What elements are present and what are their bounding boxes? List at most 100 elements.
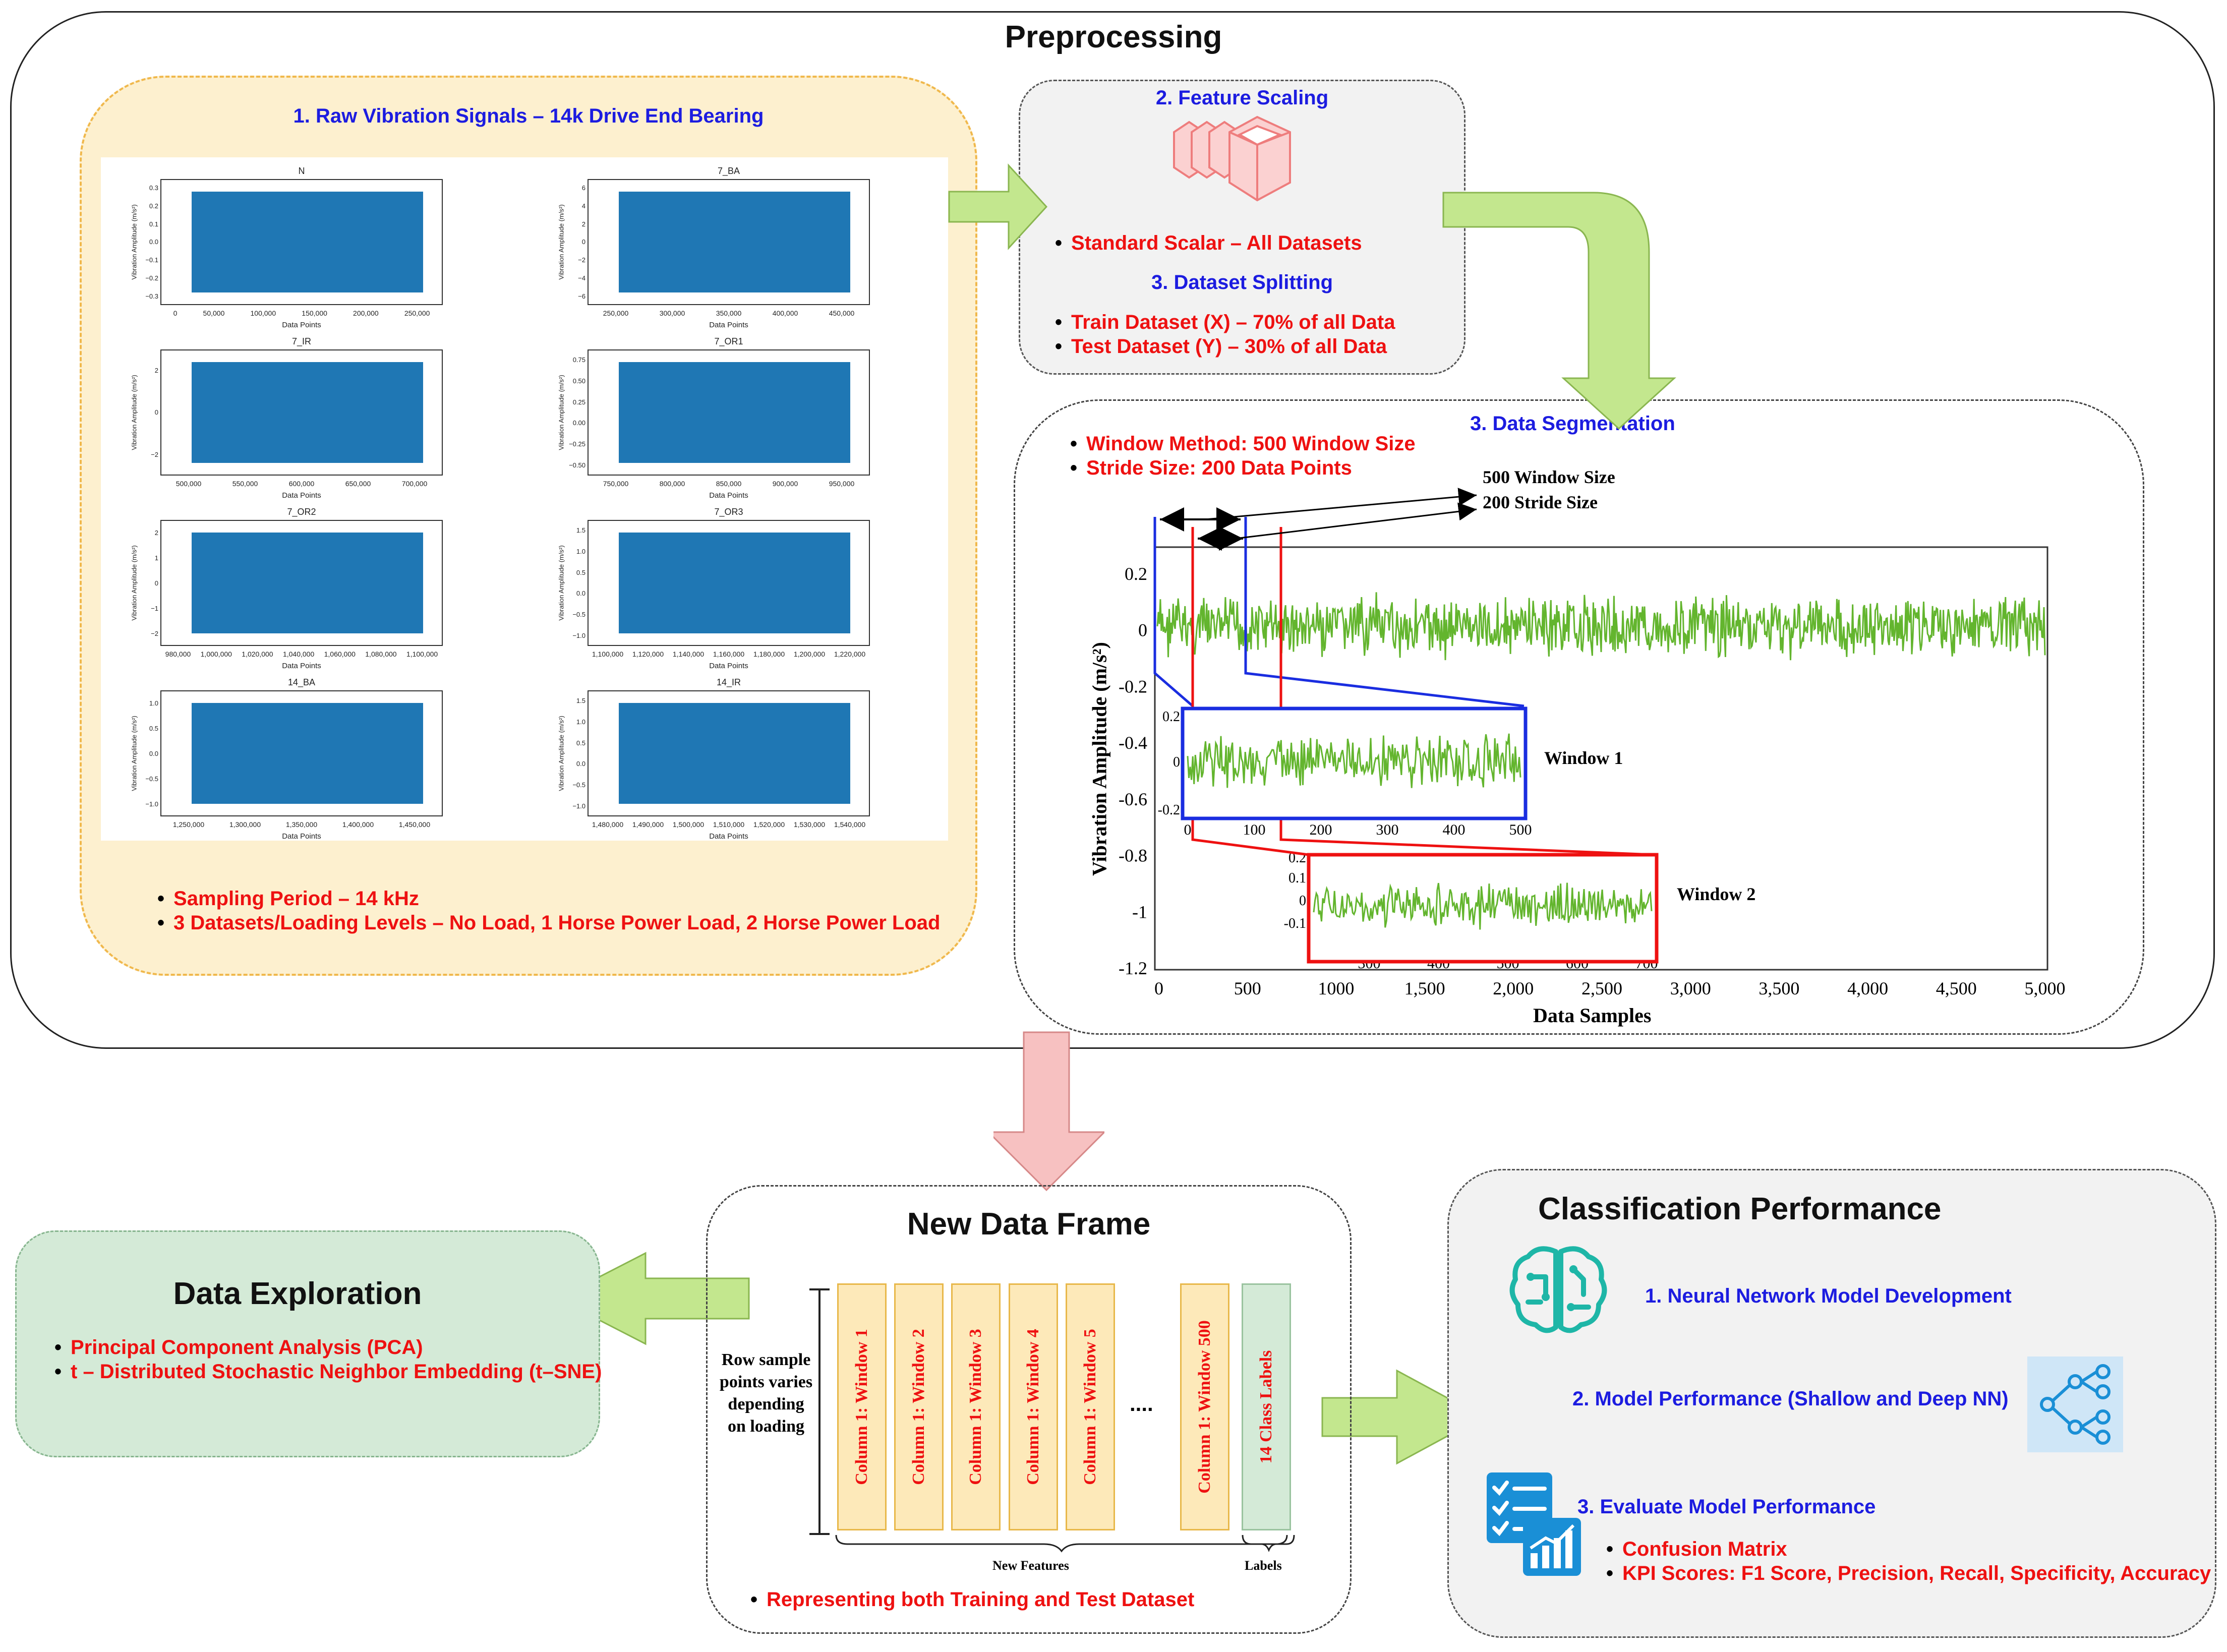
classification-item-1: 1. Neural Network Model Development [1645,1285,2012,1307]
arrow-raw-to-scaling [948,163,1048,250]
classification-item-3: 3. Evaluate Model Performance [1577,1496,1876,1518]
y-tick: -1 [1132,902,1147,922]
y-tick: 0.0 [149,749,158,757]
x-tick: 1,510,000 [713,820,745,829]
y-axis-label: Vibration Amplitude (m/s²) [557,375,565,450]
subplot-title: 14_BA [287,677,316,687]
scaling-bullet: Standard Scalar – All Datasets [1055,232,1362,255]
subplot-title: 7_OR1 [714,336,743,346]
column-window-3: Column 1: Window 3 [951,1283,1001,1530]
plot-frame [160,690,443,816]
window1-x-tick: 100 [1243,821,1266,838]
subplot-title: 14_IR [716,677,741,687]
x-tick: 1,490,000 [632,820,664,829]
signal-trace [618,533,850,633]
signal-trace [618,703,850,804]
y-tick: -0.6 [1119,789,1147,809]
preprocessing-title: Preprocessing [1005,20,1222,54]
window1-x-tick: 0 [1184,821,1192,838]
subplot-title: 7_BA [717,166,740,176]
x-tick: 800,000 [659,480,685,488]
y-tick: −1.0 [572,802,585,810]
x-tick: 3,000 [1670,978,1711,998]
plot-frame [588,690,870,816]
x-tick: 250,000 [404,309,430,317]
raw-bullet-datasets: 3 Datasets/Loading Levels – No Load, 1 H… [157,912,940,934]
y-tick: 0 [154,579,158,587]
column-window-5: Column 1: Window 5 [1066,1283,1115,1530]
y-tick: -0.2 [1119,676,1147,696]
y-tick: −2 [151,629,158,637]
y-tick: −0.25 [569,440,585,448]
x-tick: 600,000 [288,480,315,488]
x-tick: 1,400,000 [342,820,374,829]
x-tick: 1000 [1318,978,1354,998]
dataset-splitting-title: 3. Dataset Splitting [1151,271,1333,293]
x-tick: 850,000 [716,480,742,488]
x-tick: 900,000 [772,480,798,488]
y-tick: 0.3 [149,184,158,192]
x-tick: 50,000 [203,309,225,317]
x-tick: 1,000,000 [200,650,232,658]
y-tick: 0 [1138,620,1147,640]
y-tick: 0.50 [572,377,585,385]
plot-frame [160,179,443,305]
y-tick: −0.5 [572,610,585,618]
x-tick: 1,200,000 [793,650,826,658]
stride-size-label: 200 Stride Size [1483,492,1598,512]
signal-trace [191,192,423,292]
y-tick: -0.4 [1119,733,1147,753]
y-tick: 1.0 [149,699,158,707]
y-tick: 0.0 [149,238,158,246]
y-tick: 1 [154,554,158,562]
x-tick: 1,060,000 [324,650,356,658]
window1-signal-trace [1187,733,1521,788]
x-tick: 0 [1154,978,1163,998]
x-tick: 1,220,000 [834,650,866,658]
exploration-bullet-pca: Principal Component Analysis (PCA) [54,1336,423,1359]
x-tick: 4,000 [1847,978,1888,998]
y-tick: 1.5 [576,697,585,705]
window1-x-tick: 400 [1443,821,1466,838]
dataframe-bullet: Representing both Training and Test Data… [750,1588,1194,1611]
x-axis-label: Data Points [709,832,748,841]
x-tick: 1,480,000 [592,820,624,829]
x-tick: 1,120,000 [632,650,664,658]
x-tick: 450,000 [829,309,855,317]
labels-caption: Labels [1245,1558,1282,1573]
window2-signal-trace [1313,882,1653,930]
subplot-title: 7_IR [291,336,312,346]
signal-trace [191,533,423,633]
column-ellipsis: .... [1130,1392,1153,1415]
arrow-preprocessing-to-dataframe [993,1031,1104,1192]
y-tick: 0.2 [1125,564,1147,584]
y-axis-label: Vibration Amplitude (m/s²) [130,204,138,280]
plot-frame [588,179,870,305]
y-axis-label: Vibration Amplitude (m/s²) [130,716,138,791]
x-tick: 3,500 [1759,978,1799,998]
x-tick: 1,250,000 [172,820,205,829]
x-tick: 1,520,000 [753,820,785,829]
segmentation-xlabel: Data Samples [1533,1004,1652,1027]
y-tick: 1.5 [576,526,585,535]
raw-signals-title: 1. Raw Vibration Signals – 14k Drive End… [293,105,764,127]
x-axis-label: Data Points [282,662,321,670]
y-tick: −0.50 [569,461,585,469]
y-tick: 1.0 [576,718,585,726]
window1-y-tick: 0.2 [1162,709,1180,725]
x-tick: 1,140,000 [672,650,705,658]
column-window-4: Column 1: Window 4 [1009,1283,1058,1530]
window2-y-tick: 0.1 [1288,870,1306,886]
window1-y-tick: -0.2 [1158,802,1180,818]
column-window-2: Column 1: Window 2 [894,1283,944,1530]
x-tick: 650,000 [345,480,371,488]
window-size-label: 500 Window Size [1483,467,1615,487]
y-tick: −0.5 [145,775,158,783]
